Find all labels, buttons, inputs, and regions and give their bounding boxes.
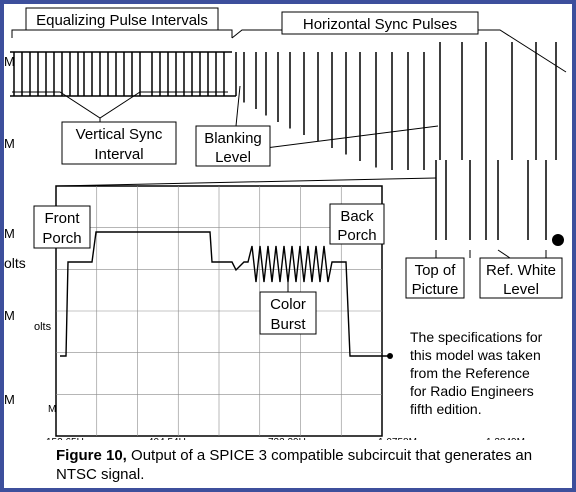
spec-note-line: from the Reference	[410, 365, 530, 381]
label-vertical-sync: Vertical Sync Interval	[61, 121, 177, 165]
y-axis-label-inner: olts	[34, 321, 52, 333]
zoom-scope: olts M	[34, 185, 393, 437]
pulse-train	[10, 42, 557, 240]
caption-line-2: NTSC signal.	[56, 466, 144, 483]
spec-note-line: for Radio Engineers	[410, 383, 534, 399]
svg-text:Back: Back	[340, 208, 374, 225]
y-axis-label: olts	[4, 255, 26, 271]
axis-m-mark: M	[4, 392, 15, 407]
trace-end-marker	[552, 234, 564, 246]
svg-text:Ref. White: Ref. White	[486, 262, 556, 279]
svg-text:Equalizing Pulse Intervals: Equalizing Pulse Intervals	[36, 12, 208, 29]
label-ref-white: Ref. White Level	[479, 257, 563, 299]
axis-m-mark-inner: M	[48, 404, 56, 415]
label-hsync: Horizontal Sync Pulses	[281, 11, 479, 35]
label-color-burst: Color Burst	[259, 282, 317, 335]
svg-text:Level: Level	[503, 281, 539, 298]
axis-m-mark: M	[4, 136, 15, 151]
label-top-of-picture: Top of Picture	[405, 257, 465, 299]
axis-m-mark: M	[4, 226, 15, 241]
svg-text:Blanking: Blanking	[204, 130, 262, 147]
svg-text:Interval: Interval	[94, 146, 143, 163]
spec-note-line: this model was taken	[410, 347, 541, 363]
svg-text:Level: Level	[215, 149, 251, 166]
label-back-porch: Back Porch	[329, 203, 385, 245]
axis-m-mark: M	[4, 54, 15, 69]
svg-text:Top of: Top of	[415, 262, 457, 279]
label-blanking: Blanking Level	[195, 125, 271, 167]
svg-text:Color: Color	[270, 296, 306, 313]
svg-text:Porch: Porch	[337, 227, 376, 244]
svg-text:Vertical Sync: Vertical Sync	[76, 126, 163, 143]
label-front-porch: Front Porch	[33, 205, 91, 249]
caption-text: Output of a SPICE 3 compatible subcircui…	[127, 447, 532, 464]
trace-end-marker	[387, 353, 393, 359]
caption-background	[6, 440, 570, 486]
bracket-lines	[11, 29, 567, 259]
spec-note: The specifications for this model was ta…	[410, 329, 543, 417]
svg-text:Picture: Picture	[412, 281, 459, 298]
caption-figure-number: Figure 10,	[56, 447, 127, 464]
svg-text:Horizontal Sync Pulses: Horizontal Sync Pulses	[303, 16, 457, 33]
svg-text:Burst: Burst	[270, 316, 306, 333]
caption-line-1: Figure 10, Output of a SPICE 3 compatibl…	[56, 447, 532, 464]
scope-trace	[60, 231, 390, 357]
spec-note-line: The specifications for	[410, 329, 543, 345]
axis-m-mark: M	[4, 308, 15, 323]
spec-note-line: fifth edition.	[410, 401, 482, 417]
svg-text:Front: Front	[44, 210, 80, 227]
svg-text:Porch: Porch	[42, 230, 81, 247]
label-equalizing: Equalizing Pulse Intervals	[25, 7, 219, 31]
